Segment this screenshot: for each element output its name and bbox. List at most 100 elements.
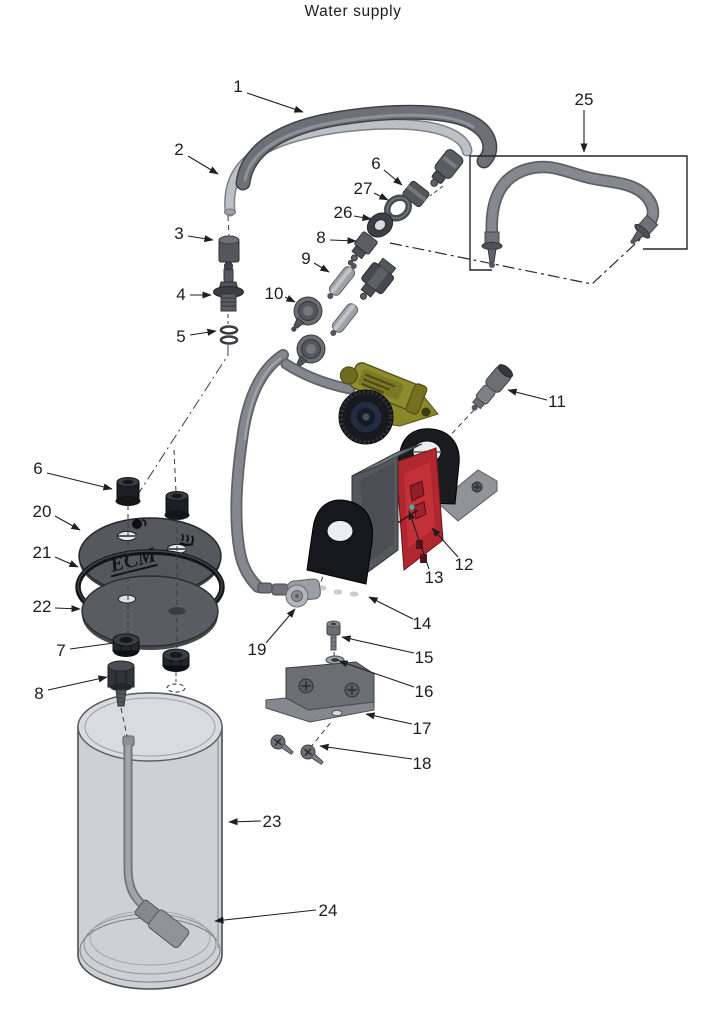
callout-7: 7 [56, 641, 65, 660]
callout-19: 19 [248, 640, 267, 659]
tube-1-highlight [243, 113, 475, 182]
lid-20: ECM [78, 517, 222, 597]
callout-23: 23 [263, 812, 282, 831]
chain-dash-1 [429, 185, 444, 197]
lid-assembly: ECM [75, 449, 225, 737]
suction-tube-fill [125, 745, 146, 909]
motor-plate-screw [421, 407, 431, 417]
leader-26 [353, 214, 372, 222]
dash-11-bracket [444, 409, 475, 442]
pump-valve-slot-2 [413, 501, 427, 520]
callout-22: 22 [33, 597, 52, 616]
callout-8b: 8 [34, 684, 43, 703]
dashdot-box-25 [389, 231, 649, 285]
leader-8b [47, 675, 108, 691]
mount-plate-upper [437, 469, 498, 522]
callout-6b: 6 [33, 459, 42, 478]
dash-2-3 [227, 215, 230, 237]
tube-25-right-fitting [630, 214, 659, 245]
tank-opening-inner-rim [84, 697, 216, 757]
callout-26: 26 [334, 203, 353, 222]
steam-icon [179, 533, 194, 546]
long-tube [232, 350, 288, 592]
screw-15 [326, 620, 341, 651]
valve-10a [291, 296, 323, 332]
bracket-14-hole [326, 520, 354, 542]
leader-2 [187, 155, 219, 175]
callout-25: 25 [575, 90, 594, 109]
bracket-17-hole [331, 709, 343, 717]
screw-18a [270, 734, 294, 755]
detail-box-outline [469, 155, 688, 271]
vibration-pump-motor [338, 362, 439, 445]
fitting-8-lower [107, 660, 135, 707]
bracket-screw-cross-1 [301, 681, 311, 691]
callout-2: 2 [174, 140, 183, 159]
tube-1 [237, 106, 496, 189]
mount-plate-screw-slot [473, 483, 481, 491]
callout-24: 24 [319, 901, 338, 920]
dash-right-nut-up [173, 449, 177, 493]
callout-6a: 6 [371, 154, 380, 173]
callout-16: 16 [415, 682, 434, 701]
leader-18 [319, 743, 413, 760]
leader-12 [431, 527, 459, 558]
bracket-14-group [271, 499, 374, 608]
callout-21: 21 [33, 543, 52, 562]
pump-teal-dot [409, 504, 415, 510]
callout-4: 4 [176, 285, 185, 304]
tube-1-connector [430, 149, 464, 187]
callout-15: 15 [415, 648, 434, 667]
suction-tube-cap [122, 735, 135, 747]
callout-3: 3 [174, 224, 183, 243]
leader-11 [507, 388, 548, 401]
main-tube-assembly [224, 104, 498, 217]
pump-tab-1 [416, 540, 423, 549]
suction-filter [134, 899, 190, 949]
mounting-bracket-group [265, 620, 375, 765]
leader-17 [365, 712, 413, 725]
pump-housing-top [351, 443, 423, 477]
leader-27 [373, 192, 389, 201]
callout-12: 12 [455, 555, 474, 574]
callout-9: 9 [301, 249, 310, 268]
disc-22 [81, 575, 219, 650]
callout-27: 27 [354, 179, 373, 198]
leader-22 [54, 605, 81, 613]
tank-opening [77, 692, 223, 762]
nut-26 [366, 212, 394, 238]
callout-18: 18 [413, 754, 432, 773]
lid-nut-left [115, 477, 141, 506]
bracket-17 [265, 661, 375, 723]
fitting-4 [213, 261, 244, 312]
leader-20 [54, 515, 81, 531]
leader-6b [46, 472, 113, 491]
pump-valve-slot-1 [409, 480, 425, 502]
leader-24 [214, 909, 317, 924]
callout-8a: 8 [316, 228, 325, 247]
leader-21 [54, 556, 79, 568]
leader-1 [246, 92, 304, 113]
hex-fitting [359, 257, 397, 300]
motor-tube [282, 360, 354, 393]
callout-14: 14 [413, 614, 432, 633]
bracket-14-hole-s2 [333, 589, 343, 595]
fitting-chain [291, 180, 444, 370]
suction-tube [122, 735, 190, 949]
screw-18b [300, 744, 324, 765]
pump-head [338, 389, 394, 445]
dashed-washer [166, 683, 186, 693]
dash-18-17 [309, 720, 333, 749]
tube-25-left-fitting [481, 231, 503, 268]
leader-16 [338, 660, 415, 688]
leader-13 [408, 510, 430, 570]
page-title: Water supply [304, 3, 402, 20]
disc-22-hole-left [118, 594, 136, 604]
callout-20: 20 [33, 502, 52, 521]
tube-2-end-cap [224, 208, 236, 216]
cup-icon [132, 519, 147, 529]
washers-5 [219, 325, 239, 345]
leader-23 [228, 818, 262, 826]
